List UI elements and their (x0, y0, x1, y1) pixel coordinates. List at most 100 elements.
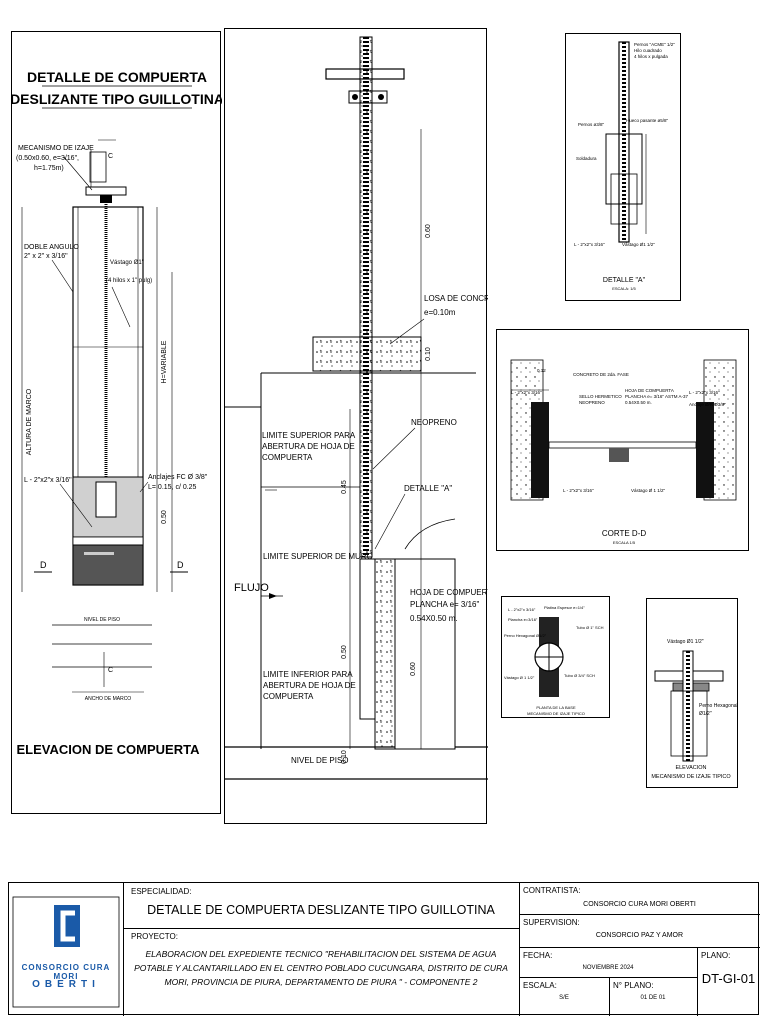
d-marker-right: D (177, 560, 184, 570)
dim-050-label: 0.50 (161, 510, 168, 524)
flujo-label: FLUJO (234, 582, 269, 594)
da-angle: L - 2"x2"x 3/16" (574, 242, 605, 247)
dd-dim: 0.12 (537, 368, 546, 373)
c-bottom-label: C (108, 667, 113, 674)
logo-line2: OBERTI (32, 979, 100, 990)
limite-inf-label-3: COMPUERTA (263, 692, 314, 701)
hoja-label-2: PLANCHA e= 3/16" (410, 600, 479, 609)
da-soldadura: Soldadura (576, 156, 597, 161)
da-title: DETALLE "A" (603, 277, 646, 284)
plano-value: DT-GI-01 (701, 971, 756, 986)
vastago-label-2: (4 hilos x 1" pulg) (106, 278, 152, 284)
pb-vastago: Vástago Ø 1 1/2" (504, 675, 535, 680)
anclajes-label-1: Anclajes FC Ø 3/8" (148, 474, 208, 481)
elevacion-title-line2: DESLIZANTE TIPO GUILLOTINA (12, 91, 222, 107)
hoja-label-3: 0.54X0.50 m. (410, 614, 458, 623)
dim-045: 0.45 (341, 480, 348, 494)
pb-angle: L - 2"x2"x 3/16" (508, 607, 536, 612)
limite-muro-label: LIMITE SUPERIOR DE MURO (263, 552, 373, 561)
limite-sup-label-3: COMPUERTA (262, 453, 313, 462)
nplano-value: 01 DE 01 (640, 995, 666, 1001)
logo-box: CONSORCIO CURA MORI OBERTI (9, 883, 124, 1016)
losa-label-1: LOSA DE CONCRETO (424, 294, 488, 303)
nivel-piso-label: NIVEL DE PISO (84, 617, 120, 623)
pb-plancha: Plancha e=3/16" (508, 617, 538, 622)
dim-060-top: 0.60 (425, 224, 432, 238)
limite-inf-label-2: ABERTURA DE HOJA DE (263, 681, 356, 690)
altura-marco-label: ALTURA DE MARCO (26, 388, 33, 455)
d-marker-left: D (40, 560, 47, 570)
dd-sello: SELLO HERMETICO (579, 394, 622, 399)
contratista-value: CONSORCIO CURA MORI OBERTI (583, 901, 696, 908)
h-variable-label: H=VARIABLE (161, 340, 168, 383)
angle-l-label: L - 2"x2"x 3/16" (24, 477, 72, 484)
dd-hoja-1: HOJA DE COMPUERTA (625, 388, 674, 393)
panel-detalle-a: Pernos "ACME" 1/2" Hilo cuadrado 4 hilos… (565, 33, 681, 301)
plano-label: PLANO: (701, 951, 731, 960)
me-title-2: MECANISMO DE IZAJE TIPICO (651, 774, 731, 780)
fecha-value: NOVIEMBRE 2024 (582, 965, 634, 971)
dd-anclaje: Anclaje Ø/R Ø3/8" (689, 402, 726, 407)
pb-title-2: MECANISMO DE IZAJE TIPICO (527, 711, 585, 716)
me-perno-2: Ø1/2" (699, 711, 712, 717)
dd-hoja-3: 0.54X0.50 m. (625, 400, 652, 405)
logo-line1: CONSORCIO CURA MORI (21, 963, 111, 981)
pb-perno: Perno Hexagonal Ø1/2" (504, 633, 547, 638)
dim-060-bot: 0.60 (410, 662, 417, 676)
drawing-title: DETALLE DE COMPUERTA DESLIZANTE TIPO GUI… (147, 903, 495, 917)
panel-seccion: 0.60 0.10 0.45 0.50 0.60 0.10 LOSA DE CO… (224, 28, 488, 824)
da-hueco: Hueco pasante ø5/8" (626, 118, 669, 123)
limite-inf-label-1: LIMITE INFERIOR PARA (263, 670, 353, 679)
dd-angle-right: L - 2"x2"x 3/16" (689, 390, 720, 395)
dd-angle-left: L - 2"x2"x 3/16" (511, 390, 542, 395)
pb-tubo: Tubo Ø 1" SCH (576, 625, 604, 630)
hoja-label-1: HOJA DE COMPUERTA (410, 588, 488, 597)
pb-title-1: PLANTA DE LA BASE (536, 705, 576, 710)
dd-hoja-2: PLANCHA e= 3/16" ASTM A-37 (625, 394, 689, 399)
doble-angulo-label-1: DOBLE ANGULO (24, 244, 79, 251)
detalle-a-label: DETALLE "A" (404, 484, 452, 493)
da-vastago: Vástago Ø1 1/2" (622, 242, 655, 247)
proyecto-line3: MORI, PROVINCIA DE PIURA, DEPARTAMENTO D… (164, 977, 478, 987)
me-vastago: Vástago Ø1 1/2" (667, 639, 704, 645)
dd-neopreno: NEOPRENO (579, 400, 605, 405)
mecanismo-label-1: MECANISMO DE IZAJE (18, 145, 94, 152)
me-perno-1: Perno Hexagonal (699, 703, 738, 709)
proyecto-line2: POTABLE Y ALCANTARILLADO EN EL CENTRO PO… (134, 963, 508, 973)
pb-tubo2: Tubo Ø 3/4" SCH (564, 673, 595, 678)
title-block: CONSORCIO CURA MORI OBERTI ESPECIALIDAD:… (8, 882, 760, 1016)
panel-elevacion: DETALLE DE COMPUERTA DESLIZANTE TIPO GUI… (11, 31, 222, 814)
dd-escala: ESCALA 1/5 (613, 540, 636, 545)
dim-050: 0.50 (341, 645, 348, 659)
panel-mecanismo: Vástago Ø1 1/2" Perno Hexagonal Ø1/2" EL… (646, 598, 738, 788)
mecanismo-label-2: (0.50x0.60, e=3/16", (16, 155, 79, 162)
pb-platina: Platina Espesor e=1/4" (544, 605, 585, 610)
c-top-label: C (108, 153, 113, 160)
dd-angle-bottom: L - 2"x2"x 3/16" (563, 488, 594, 493)
supervision-label: SUPERVISION: (523, 918, 580, 927)
doble-angulo-label-2: 2" x 2" x 3/16" (24, 253, 68, 260)
dim-010-bot: 0.10 (341, 750, 348, 764)
neopreno-label: NEOPRENO (411, 418, 457, 427)
vastago-label-1: Vástago Ø1" (110, 260, 144, 266)
dd-vastago: Vástago Ø 1 1/2" (631, 488, 666, 493)
proyecto-label: PROYECTO: (131, 932, 178, 941)
escala-value: S/E (559, 995, 569, 1001)
contratista-label: CONTRATISTA: (523, 886, 581, 895)
dd-title: CORTE D-D (602, 529, 647, 538)
da-pernos-3: 4 hilos x pulgada (634, 54, 668, 59)
da-perno-left: Pernos ø3/8" (578, 122, 605, 127)
da-pernos-2: Hilo cuadrado (634, 48, 662, 53)
limite-sup-label-1: LIMITE SUPERIOR PARA (262, 431, 356, 440)
supervision-value: CONSORCIO PAZ Y AMOR (595, 932, 684, 939)
nivel-piso-center: NIVEL DE PISO (291, 756, 349, 765)
escala-label: ESCALA: (523, 981, 557, 990)
anclajes-label-2: L= 0.15, c/ 0.25 (148, 484, 197, 491)
da-escala: ESCALA: 1/5 (612, 286, 636, 291)
nplano-label: N° PLANO: (613, 981, 654, 990)
losa-label-2: e=0.10m (424, 308, 456, 317)
panel-planta-base: L - 2"x2"x 3/16" Platina Espesor e=1/4" … (501, 596, 610, 718)
mecanismo-label-3: h=1.75m) (34, 165, 64, 172)
fecha-label: FECHA: (523, 951, 553, 960)
dim-010-top: 0.10 (425, 347, 432, 361)
